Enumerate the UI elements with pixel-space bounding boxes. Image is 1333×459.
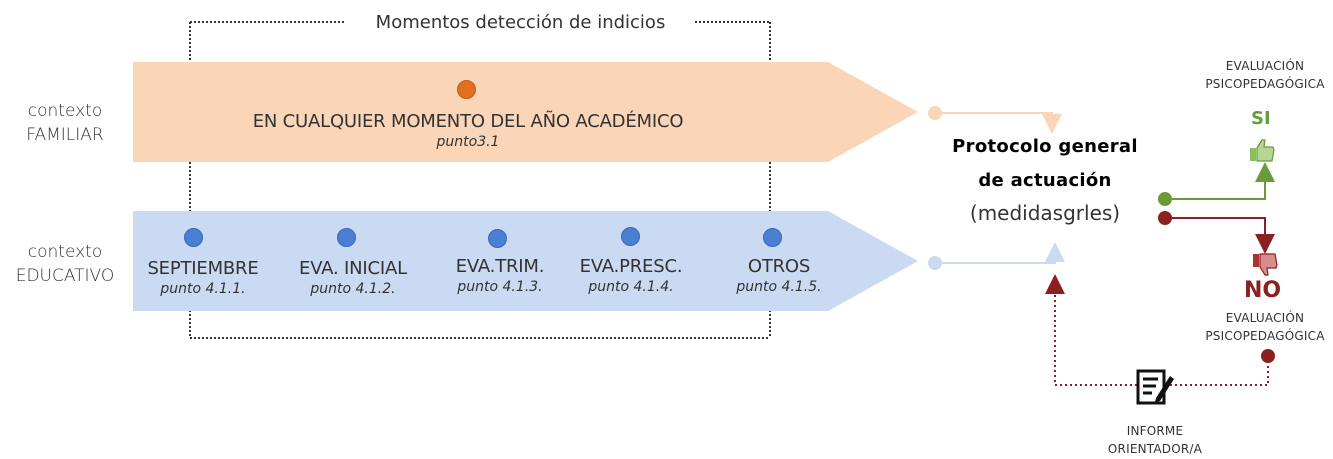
context-familiar-label: contexto FAMILIAR [0, 99, 130, 147]
no-label-line1: EVALUACIÓN [1225, 311, 1305, 325]
context-educativo-label: contexto EDUCATIVO [0, 240, 130, 288]
moment-ref: punto 4.1.2. [310, 281, 396, 297]
moment-dot-eva-trim [488, 229, 507, 248]
moment-eva-presc: EVA.PRESC. punto 4.1.4. [561, 256, 701, 296]
moment-dot-otros [763, 228, 782, 247]
context-familiar-line1: contexto [27, 101, 103, 121]
moment-eva-inicial: EVA. INICIAL punto 4.1.2. [278, 258, 428, 298]
familiar-moment-label: EN CUALQUIER MOMENTO DEL AÑO ACADÉMICO [252, 111, 684, 132]
context-educativo-line1: contexto [27, 242, 103, 262]
document-edit-icon [1136, 369, 1174, 405]
yes-mark: SI [1251, 108, 1271, 129]
no-label-line2: PSICOPEDAGÓGICA [1205, 329, 1325, 343]
protocol-title-line1: Protocolo general [952, 136, 1138, 157]
thumbs-down-icon [1253, 253, 1278, 276]
moment-otros: OTROS punto 4.1.5. [709, 256, 849, 296]
moment-name: SEPTIEMBRE [147, 258, 259, 279]
moment-ref: punto 4.1.4. [588, 279, 674, 295]
context-educativo-line2: EDUCATIVO [15, 266, 115, 286]
report-label-line1: INFORME [1126, 424, 1184, 438]
moment-dot-eva-presc [621, 227, 640, 246]
moment-dot-septiembre [184, 228, 203, 247]
yes-label-line2: PSICOPEDAGÓGICA [1205, 77, 1325, 91]
moment-eva-trim: EVA.TRIM. punto 4.1.3. [430, 256, 570, 296]
familiar-moment-ref: punto3.1 [436, 134, 500, 150]
protocol-subtitle: (medidasgrles) [969, 201, 1121, 225]
moment-name: EVA.PRESC. [579, 256, 683, 277]
diagram-title: Momentos detección de indicios [348, 12, 693, 33]
yes-connector-line [1165, 162, 1275, 200]
no-mark: NO [1244, 278, 1282, 303]
moment-name: EVA. INICIAL [299, 258, 407, 279]
yes-evaluation-label: EVALUACIÓN PSICOPEDAGÓGICA [1190, 57, 1333, 93]
protocol-title-line2: de actuación [978, 170, 1112, 191]
report-label: INFORME ORIENTADOR/A [1080, 422, 1230, 458]
no-evaluation-label: EVALUACIÓN PSICOPEDAGÓGICA [1190, 309, 1333, 345]
yes-label-line1: EVALUACIÓN [1225, 59, 1305, 73]
familiar-moment: EN CUALQUIER MOMENTO DEL AÑO ACADÉMICO p… [233, 111, 703, 151]
no-connector-line [1165, 217, 1275, 254]
context-familiar-line2: FAMILIAR [26, 125, 104, 145]
thumbs-up-icon [1250, 139, 1275, 162]
educativo-connector-line [935, 242, 1065, 264]
familiar-connector-line [935, 112, 1062, 134]
moment-ref: punto 4.1.3. [457, 279, 543, 295]
moment-name: EVA.TRIM. [455, 256, 545, 277]
moment-name: OTROS [747, 256, 811, 277]
protocol-block: Protocolo general de actuación (medidasg… [925, 130, 1165, 228]
moment-dot-eva-inicial [337, 228, 356, 247]
moment-septiembre: SEPTIEMBRE punto 4.1.1. [133, 258, 273, 298]
moment-ref: punto 4.1.5. [736, 279, 822, 295]
moment-ref: punto 4.1.1. [160, 281, 246, 297]
familiar-moment-dot [457, 80, 476, 99]
report-label-line2: ORIENTADOR/A [1107, 442, 1203, 456]
